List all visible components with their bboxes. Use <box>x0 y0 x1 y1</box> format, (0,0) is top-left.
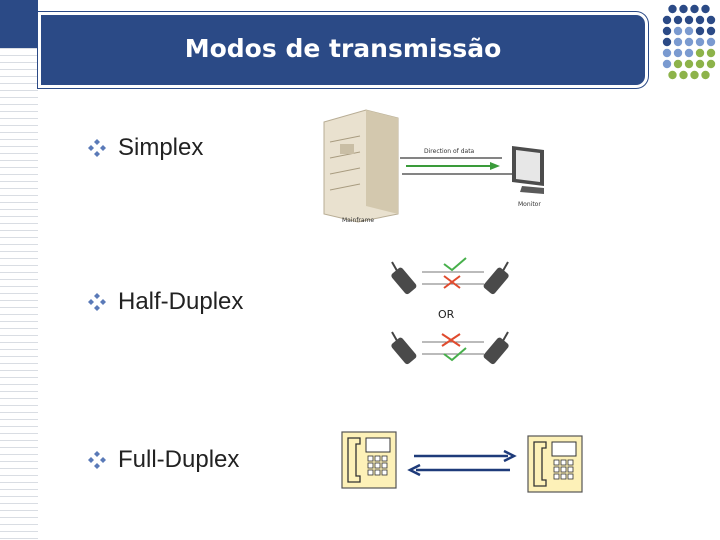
monitor-label: Monitor <box>518 201 541 208</box>
decorative-dot <box>696 27 704 35</box>
decorative-dot <box>685 49 693 57</box>
decorative-dot <box>696 60 704 68</box>
decorative-dot <box>685 27 693 35</box>
slide-title: Modos de transmissão <box>38 34 648 63</box>
decorative-dot <box>707 16 715 24</box>
decorative-dot <box>685 60 693 68</box>
bullet-label: Simplex <box>118 134 203 162</box>
decorative-dot <box>685 16 693 24</box>
decorative-dot <box>663 27 671 35</box>
decorative-dot <box>679 71 687 79</box>
decorative-dot <box>674 27 682 35</box>
walkie-talkie-icon <box>482 332 509 365</box>
full-duplex-figure <box>340 430 590 496</box>
arrow-label: Direction of data <box>424 148 475 155</box>
decorative-dot <box>668 5 676 13</box>
decorative-dot <box>685 38 693 46</box>
decorative-dot <box>696 16 704 24</box>
mainframe-icon <box>324 110 398 222</box>
decorative-dot <box>668 71 676 79</box>
walkie-talkie-icon <box>390 332 417 365</box>
telephone-icon <box>528 436 582 492</box>
bullet-full-duplex: Full-Duplex <box>88 446 239 474</box>
decorative-dot <box>679 5 687 13</box>
decorative-dot <box>663 16 671 24</box>
decorative-dot <box>674 16 682 24</box>
mainframe-label: Mainframe <box>342 217 374 224</box>
monitor-icon <box>512 146 544 194</box>
decorative-dot <box>674 60 682 68</box>
left-top-block <box>0 0 38 48</box>
bullet-simplex: Simplex <box>88 134 203 162</box>
decorative-dot <box>707 38 715 46</box>
title-bar: Modos de transmissão <box>38 12 648 88</box>
decorative-dot <box>707 60 715 68</box>
decorative-dot <box>663 60 671 68</box>
left-stripe-decoration <box>0 0 38 540</box>
decorative-dot <box>707 27 715 35</box>
decorative-dot <box>690 5 698 13</box>
decorative-dot <box>674 49 682 57</box>
simplex-figure: Direction of data Mainframe Monitor <box>318 102 554 226</box>
decorative-dot <box>701 71 709 79</box>
decorative-dot <box>696 49 704 57</box>
decorative-dot <box>690 71 698 79</box>
diamond-bullet-icon <box>88 139 106 157</box>
dot-grid-decoration <box>662 4 718 84</box>
diamond-bullet-icon <box>88 293 106 311</box>
bullet-label: Full-Duplex <box>118 446 239 474</box>
decorative-dot <box>663 49 671 57</box>
decorative-dot <box>707 49 715 57</box>
bullet-label: Half-Duplex <box>118 288 243 316</box>
diamond-bullet-icon <box>88 451 106 469</box>
or-label: OR <box>438 308 455 321</box>
decorative-dot <box>696 38 704 46</box>
half-duplex-figure: OR <box>356 250 546 380</box>
walkie-talkie-icon <box>390 262 417 295</box>
decorative-dot <box>701 5 709 13</box>
decorative-dot <box>674 38 682 46</box>
bullet-half-duplex: Half-Duplex <box>88 288 243 316</box>
telephone-icon <box>342 432 396 488</box>
decorative-dot <box>663 38 671 46</box>
walkie-talkie-icon <box>482 262 509 295</box>
